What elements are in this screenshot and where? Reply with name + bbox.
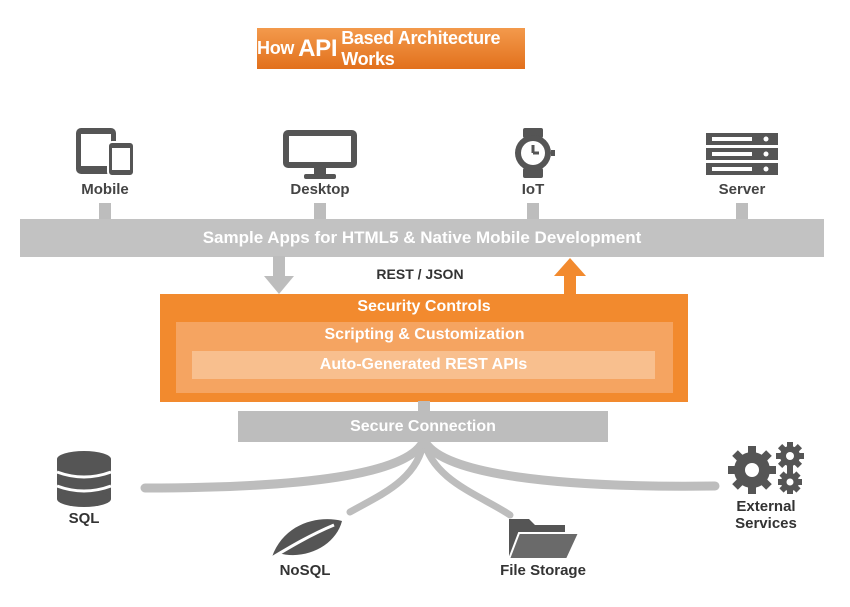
client-label-iot: IoT (521, 181, 545, 198)
desktop-monitor-icon (279, 128, 361, 180)
client-label-mobile: Mobile (81, 181, 129, 198)
external-label-line1: External (736, 498, 796, 515)
mobile-tablet-icon (70, 126, 140, 178)
server-rack-icon (703, 130, 781, 178)
data-source-label-nosql: NoSQL (279, 562, 331, 579)
data-source-label-file-storage: File Storage (500, 562, 586, 579)
connector-server (736, 203, 748, 221)
rest-json-label: REST / JSON (376, 266, 464, 282)
watch-icon (506, 126, 560, 180)
leaf-icon (263, 512, 347, 562)
auto-generated-api-box: Auto-Generated REST APIs (192, 351, 655, 379)
diagram-title: How API Based Architecture Works (257, 28, 525, 69)
arrow-up-icon (554, 258, 586, 296)
folder-icon (506, 512, 582, 562)
gears-icon (724, 440, 810, 496)
root-branches (140, 440, 720, 519)
scripting-label: Scripting & Customization (324, 326, 525, 343)
sample-apps-bar: Sample Apps for HTML5 & Native Mobile De… (20, 219, 824, 257)
arrow-down-icon (264, 256, 294, 294)
title-suffix: Based Architecture Works (341, 27, 501, 69)
external-label-line2: Services (735, 515, 797, 532)
title-emphasis: API (298, 34, 338, 62)
secure-connection-bar: Secure Connection (238, 411, 608, 442)
connector-iot (527, 203, 539, 221)
security-controls-label: Security Controls (357, 298, 491, 315)
client-label-desktop: Desktop (290, 181, 350, 198)
database-icon (53, 450, 115, 508)
data-source-label-external-services: External Services (716, 498, 816, 532)
data-source-label-sql: SQL (68, 510, 100, 527)
connector-desktop (314, 203, 326, 221)
client-label-server: Server (718, 181, 766, 198)
title-prefix: How (257, 38, 295, 58)
stem-connector (418, 401, 430, 413)
connector-mobile (99, 203, 111, 221)
